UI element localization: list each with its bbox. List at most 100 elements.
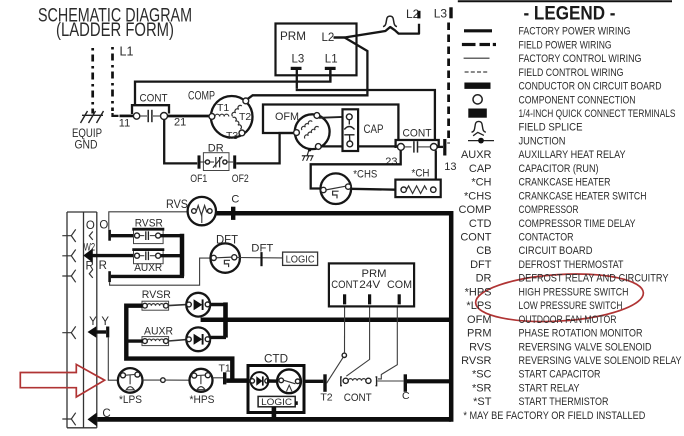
svg-text:LOGIC: LOGIC [286,254,315,265]
svg-text:- LEGEND -: - LEGEND - [524,4,616,25]
svg-text:*LPS: *LPS [466,300,491,312]
svg-text:AUXR: AUXR [134,262,162,274]
svg-text:DFT: DFT [251,242,273,254]
svg-text:*LPS: *LPS [119,394,142,406]
svg-text:CTD: CTD [469,218,492,230]
svg-text:START CAPACITOR: START CAPACITOR [519,369,601,381]
svg-text:CRANKCASE HEATER: CRANKCASE HEATER [519,177,611,189]
svg-text:L1: L1 [120,44,134,58]
svg-text:CRANKCASE HEATER SWITCH: CRANKCASE HEATER SWITCH [519,190,647,202]
svg-text:LOW PRESSURE SWITCH: LOW PRESSURE SWITCH [519,300,623,312]
svg-text:T1: T1 [218,362,230,374]
svg-text:T3: T3 [226,130,238,142]
svg-text:24V: 24V [359,279,381,291]
svg-text:PRM: PRM [467,328,491,340]
svg-text:L1: L1 [325,54,338,66]
svg-text:PRM: PRM [362,268,387,280]
svg-text:T2: T2 [320,391,332,403]
svg-text:DFT: DFT [470,259,492,271]
svg-text:COMPONENT CONNECTION: COMPONENT CONNECTION [519,94,636,106]
svg-text:LOGIC: LOGIC [261,397,292,408]
svg-text:OFM: OFM [467,314,491,326]
svg-text:PHASE ROTATION MONITOR: PHASE ROTATION MONITOR [519,328,643,340]
svg-text:CONT: CONT [140,92,168,104]
svg-text:CONT: CONT [331,279,358,291]
svg-text:AUXR: AUXR [461,149,492,161]
svg-text:OF1: OF1 [190,173,207,185]
svg-text:* MAY BE FACTORY OR FIELD INST: * MAY BE FACTORY OR FIELD INSTALLED [463,410,645,422]
svg-text:FIELD POWER WIRING: FIELD POWER WIRING [519,39,612,51]
svg-text:C: C [231,193,239,205]
svg-text:CONT: CONT [460,232,491,244]
svg-text:AUXILLARY HEAT RELAY: AUXILLARY HEAT RELAY [519,149,627,161]
svg-text:R: R [86,260,94,272]
svg-text:L3: L3 [292,54,305,66]
svg-text:CONDUCTOR ON CIRCUIT BOARD: CONDUCTOR ON CIRCUIT BOARD [519,81,662,93]
svg-text:T1: T1 [217,102,229,114]
svg-text:*SR: *SR [472,382,492,394]
svg-text:DEFROST RELAY AND CIRCUITRY: DEFROST RELAY AND CIRCUITRY [519,273,670,285]
svg-text:AUXR: AUXR [144,326,173,338]
svg-text:*CHS: *CHS [353,168,377,180]
svg-text:JUNCTION: JUNCTION [519,136,566,148]
svg-text:*SC: *SC [472,369,492,381]
svg-text:Y: Y [101,316,109,328]
svg-text:RVSR: RVSR [135,218,163,230]
svg-text:FIELD CONTROL WIRING: FIELD CONTROL WIRING [519,67,624,79]
svg-text:CIRCUIT BOARD: CIRCUIT BOARD [519,245,593,257]
svg-text:FIELD SPLICE: FIELD SPLICE [519,122,583,134]
svg-text:SCHEMATIC DIAGRAM: SCHEMATIC DIAGRAM [38,6,192,27]
svg-text:OF2: OF2 [232,173,249,185]
svg-text:START THERMISTOR: START THERMISTOR [519,396,609,408]
svg-text:COMPRESSOR: COMPRESSOR [519,204,579,216]
svg-text:O: O [99,220,108,232]
svg-text:CTD: CTD [264,354,288,366]
svg-text:COM: COM [387,279,412,291]
svg-text:21: 21 [174,117,186,129]
svg-text:PRM: PRM [280,31,306,43]
svg-text:L3: L3 [434,7,448,21]
svg-text:O: O [86,220,95,232]
svg-text:1/4-INCH QUICK CONNECT TERMINA: 1/4-INCH QUICK CONNECT TERMINALS [519,108,676,120]
svg-text:(LADDER FORM): (LADDER FORM) [56,20,174,41]
svg-text:OUTDOOR FAN MOTOR: OUTDOOR FAN MOTOR [519,314,617,326]
svg-text:FACTORY CONTROL WIRING: FACTORY CONTROL WIRING [519,53,642,65]
svg-text:RVS: RVS [166,199,188,211]
svg-text:GND: GND [75,140,98,152]
svg-text:*HPS: *HPS [465,286,492,298]
svg-text:DFT: DFT [216,235,238,247]
svg-text:COMP: COMP [188,91,215,103]
svg-text:11: 11 [119,117,130,129]
svg-text:*HPS: *HPS [190,394,215,406]
svg-text:CAPACITOR (RUN): CAPACITOR (RUN) [519,163,599,175]
svg-text:OFM: OFM [275,111,299,123]
svg-text:CB: CB [476,245,491,257]
svg-text:CAP: CAP [364,124,384,136]
svg-text:23: 23 [385,156,397,168]
svg-text:RVSR: RVSR [461,355,491,367]
svg-text:CAP: CAP [469,163,492,175]
svg-text:REVERSING VALVE SOLENOID RELAY: REVERSING VALVE SOLENOID RELAY [519,355,683,367]
svg-text:R: R [99,260,107,272]
svg-text:FACTORY POWER WIRING: FACTORY POWER WIRING [519,26,631,38]
svg-text:EQUIP: EQUIP [72,128,102,140]
svg-text:DEFROST THERMOSTAT: DEFROST THERMOSTAT [519,259,624,271]
svg-text:L2: L2 [322,32,335,44]
svg-text:CONT: CONT [344,392,372,404]
svg-text:L2: L2 [406,7,420,21]
svg-text:COMP: COMP [459,204,492,216]
svg-text:RVSR: RVSR [142,289,171,301]
svg-text:COMPRESSOR TIME DELAY: COMPRESSOR TIME DELAY [519,218,637,230]
svg-text:C: C [402,390,410,402]
svg-text:REVERSING VALVE SOLENOID: REVERSING VALVE SOLENOID [519,341,652,353]
svg-text:*ST: *ST [473,396,492,408]
svg-text:C: C [102,408,110,420]
svg-text:13: 13 [444,161,456,173]
svg-text:START RELAY: START RELAY [519,382,581,394]
svg-text:*CH: *CH [471,177,491,189]
svg-text:DR: DR [476,273,492,285]
svg-text:CONT: CONT [403,127,432,139]
svg-text:CONTACTOR: CONTACTOR [519,232,574,244]
svg-text:Y: Y [89,316,97,328]
svg-text:HIGH PRESSURE SWITCH: HIGH PRESSURE SWITCH [519,286,629,298]
